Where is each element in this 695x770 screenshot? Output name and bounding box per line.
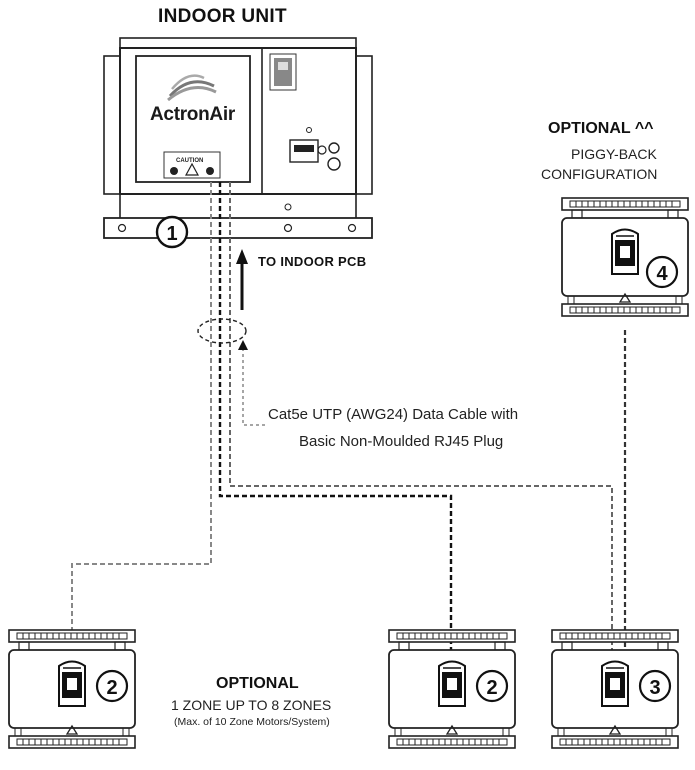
cable-description-line2: Basic Non-Moulded RJ45 Plug (299, 433, 504, 450)
badge-1-number: 1 (166, 223, 177, 245)
indoor-unit-icon (103, 37, 373, 239)
optional-zones-title: OPTIONAL (216, 675, 299, 692)
caution-label: CAUTION (176, 158, 204, 164)
badge-1 (155, 215, 189, 249)
badge-zone-right-number: 3 (649, 677, 660, 699)
cable-zone-middle (218, 182, 453, 652)
cable-highlight-ellipse (197, 318, 247, 344)
to-indoor-pcb-label: TO INDOOR PCB (258, 254, 367, 269)
badge-piggyback-number: 4 (656, 263, 668, 285)
zone-motor-module-icon (551, 629, 679, 749)
callout-leader (242, 342, 266, 426)
arrow-up-icon (236, 249, 248, 310)
optional-piggyback-title: OPTIONAL ^^ (548, 120, 654, 137)
badge-zone-middle-number: 2 (486, 677, 497, 699)
cable-zone-left (71, 182, 212, 642)
zone-motor-module-icon (8, 629, 136, 749)
optional-piggyback-line2: CONFIGURATION (541, 166, 658, 182)
cable-zone-right (229, 182, 613, 652)
indoor-unit-title: INDOOR UNIT (158, 6, 287, 27)
brand-logo-text: ActronAir (150, 104, 235, 125)
optional-piggyback-line1: PIGGY-BACK (571, 146, 657, 162)
optional-zones-line1: 1 ZONE UP TO 8 ZONES (171, 697, 332, 713)
badge-zone-left-number: 2 (106, 677, 117, 699)
zone-motor-module-icon (561, 197, 689, 317)
zone-motor-module-icon (388, 629, 516, 749)
optional-zones-line2: (Max. of 10 Zone Motors/System) (174, 716, 330, 728)
cable-description-line1: Cat5e UTP (AWG24) Data Cable with (268, 406, 519, 423)
data-cables (71, 182, 627, 652)
